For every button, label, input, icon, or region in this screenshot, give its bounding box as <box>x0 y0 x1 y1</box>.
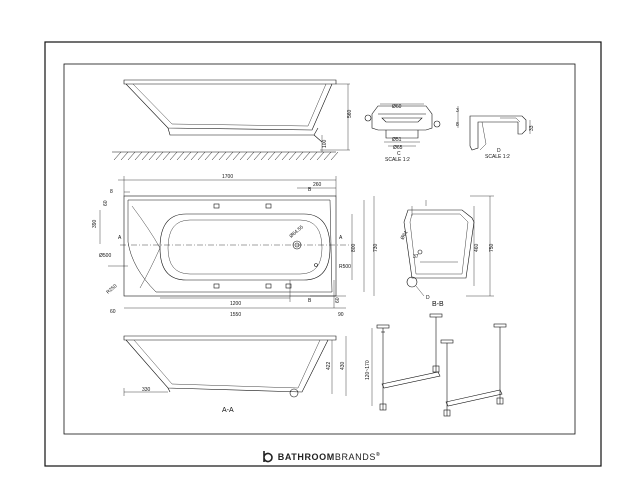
dim-rim-3: 3 <box>456 108 459 114</box>
brand-name: BATHROOMBRANDS® <box>278 452 381 462</box>
dim-len-1200: 1200 <box>230 301 241 307</box>
brand-name-light: BRANDS <box>334 452 376 462</box>
hatch-mark <box>113 151 122 161</box>
section-aa <box>123 335 347 398</box>
dim-bb-37: 37 <box>413 254 419 260</box>
hatch-mark <box>127 151 136 161</box>
dim-width-730: 730 <box>373 243 379 252</box>
hatch-mark <box>211 151 220 161</box>
dim-len-1550: 1550 <box>230 312 241 318</box>
dim-overall-length: 1700 <box>222 174 233 180</box>
hatch-mark <box>120 151 129 161</box>
dim-depth-1: 422 <box>326 361 332 370</box>
hatch-mark <box>281 151 290 161</box>
dim-rad-500: R500 <box>339 264 351 270</box>
hatch-mark <box>190 151 199 161</box>
section-bb-label: B-B <box>432 301 444 308</box>
dim-rim-8: 8 <box>110 189 113 195</box>
dim-bb-750: 750 <box>489 243 495 252</box>
dim-width-800: 800 <box>351 243 357 252</box>
dim-end-60: 60 <box>110 309 116 315</box>
detail-d-rim <box>457 106 531 151</box>
marker-a-left: A <box>118 235 122 241</box>
hatch-mark <box>246 151 255 161</box>
dim-waste-bot: Ø65 <box>393 145 403 151</box>
hatch-mark <box>204 151 213 161</box>
hatch-mark <box>295 151 304 161</box>
dim-end-offset: 260 <box>313 182 322 188</box>
dim-leg-range: 120~170 <box>365 360 371 380</box>
section-bb <box>403 195 494 297</box>
brand-name-bold: BATHROOM <box>277 452 335 462</box>
hatch-mark <box>302 151 311 161</box>
detail-c-scale: SCALE 1:2 <box>385 157 410 163</box>
dim-bb-460: 460 <box>474 243 480 252</box>
marker-d: D <box>426 295 430 301</box>
dim-overflow: Ø64.55 <box>288 224 305 239</box>
dim-waste-top: Ø60 <box>392 104 402 110</box>
detail-c-waste <box>364 103 441 147</box>
hatch-mark <box>323 151 332 161</box>
plan-view <box>99 176 375 309</box>
hatch-mark <box>330 151 339 161</box>
hatch-mark <box>225 151 234 161</box>
detail-d-label: D <box>497 148 501 154</box>
dim-rim-33: 33 <box>529 125 535 131</box>
hatch-mark <box>316 151 325 161</box>
brand-footer: BATHROOMBRANDS® <box>0 445 640 469</box>
dim-bb-dia: Ø61 <box>400 230 410 241</box>
hatch-mark <box>274 151 283 161</box>
section-aa-label: A-A <box>222 407 234 414</box>
dim-waste-mid: Ø51 <box>392 137 402 143</box>
hatch-mark <box>169 151 178 161</box>
brand-logo-icon <box>260 450 274 464</box>
dim-height-side: 560 <box>347 109 353 118</box>
marker-b-bottom: B <box>308 298 312 304</box>
hatch-mark <box>162 151 171 161</box>
hatch-mark <box>176 151 185 161</box>
dim-inner-width: 390 <box>92 219 98 228</box>
hatch-mark <box>232 151 241 161</box>
inner-frame <box>63 63 576 435</box>
detail-d-scale: SCALE 1:2 <box>485 154 510 160</box>
hatch-mark <box>141 151 150 161</box>
hatch-mark <box>155 151 164 161</box>
detail-c-label: C <box>397 151 401 157</box>
hatch-mark <box>239 151 248 161</box>
hatch-mark <box>267 151 276 161</box>
hatch-mark <box>197 151 206 161</box>
brand-reg: ® <box>375 452 381 458</box>
hatch-mark <box>134 151 143 161</box>
floor-hatch-marks <box>113 151 339 161</box>
hatch-mark <box>148 151 157 161</box>
leg-set <box>371 313 507 417</box>
hatch-mark <box>309 151 318 161</box>
dim-foot-gap: 100 <box>322 139 328 148</box>
dim-rad-250: R250 <box>105 283 118 295</box>
dim-sec-330: 330 <box>142 387 151 393</box>
dim-rim-60: 60 <box>103 200 109 206</box>
hatch-mark <box>218 151 227 161</box>
hatch-mark <box>260 151 269 161</box>
outer-frame <box>44 41 602 467</box>
dim-rim-8b: 8 <box>456 122 459 128</box>
dim-end-90: 90 <box>338 312 344 318</box>
hatch-mark <box>183 151 192 161</box>
hatch-mark <box>253 151 262 161</box>
marker-a-right: A <box>339 235 343 241</box>
dim-depth-2: 430 <box>340 361 346 370</box>
side-elevation-top <box>123 79 350 152</box>
hatch-mark <box>288 151 297 161</box>
dim-waste-60: 60 <box>335 297 341 303</box>
marker-b-top: B <box>308 187 312 193</box>
dim-dia-500: Ø500 <box>99 253 111 259</box>
